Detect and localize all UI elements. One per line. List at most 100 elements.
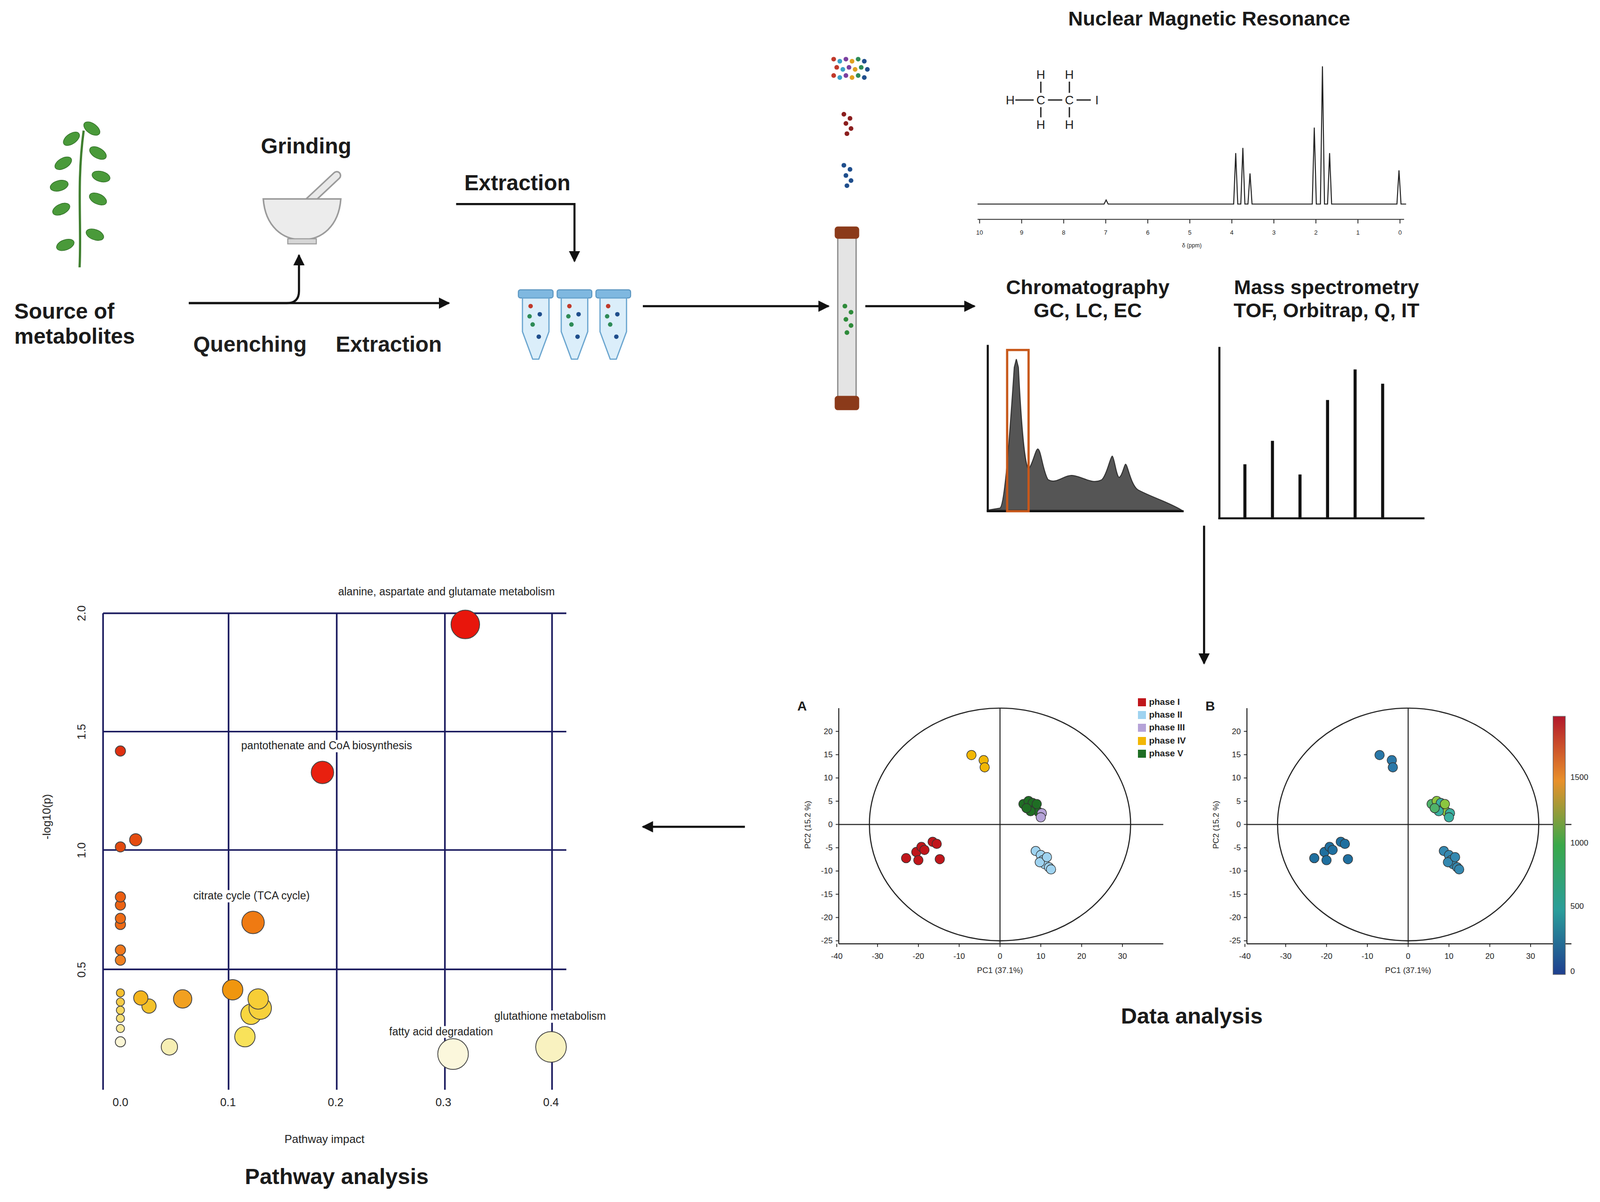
axis-label: 1: [1356, 229, 1360, 236]
metabolite-dot: [567, 303, 573, 309]
tick: [1244, 943, 1246, 947]
pathway-bubble: [115, 891, 126, 902]
pathway-label: citrate cycle (TCA cycle): [191, 890, 312, 902]
tick: [1040, 943, 1042, 947]
flow-arrow: [1204, 525, 1205, 664]
metabolite-dot: [843, 173, 849, 178]
legend-swatch: [1137, 723, 1146, 732]
axis-label: 500: [1570, 901, 1584, 911]
metabolite-dot: [565, 313, 571, 319]
metabolite-dot: [527, 313, 532, 319]
metabolite-dot: [847, 116, 853, 121]
tick: [835, 823, 839, 825]
column-illustration: [831, 56, 870, 410]
metabolite-dot: [569, 322, 574, 328]
pathway-bubbles: [115, 609, 567, 1070]
tick: [979, 219, 981, 224]
metabolite-dot: [848, 309, 854, 315]
sample-point: [913, 855, 924, 865]
leaf: [81, 118, 102, 138]
tick: [1357, 219, 1359, 224]
axis-label: 5: [1236, 796, 1241, 806]
axis-label: 10: [1231, 773, 1241, 783]
axis-label: 5: [828, 796, 833, 806]
sample-point: [934, 854, 945, 864]
pathway-label: glutathione metabolism: [492, 1010, 608, 1023]
mass-spectrum: [1218, 346, 1425, 520]
stage-title: Chromatography: [1005, 275, 1170, 299]
axis-label: -10: [821, 866, 834, 876]
tick: [1243, 823, 1247, 825]
axis-label: A: [797, 698, 807, 714]
axis-label: 10: [976, 229, 983, 236]
metabolite-dot: [842, 303, 848, 309]
tick: [1243, 754, 1247, 756]
metabolite-dot: [849, 58, 855, 64]
metabolite-dot: [865, 67, 870, 72]
axis-label: 8: [1061, 229, 1066, 236]
tick: [1366, 943, 1368, 947]
flow-arrow: [642, 826, 745, 827]
metabolite-dot: [614, 334, 619, 339]
sample-point: [966, 749, 977, 760]
leaf: [90, 168, 111, 184]
metabolite-dot: [843, 121, 849, 127]
metabolite-dot: [844, 131, 850, 136]
pathway-bubble: [161, 1038, 178, 1055]
leaf: [54, 236, 76, 253]
legend-text: phase I: [1148, 697, 1180, 708]
flow-arrow: [188, 303, 449, 304]
metabolite-dot: [852, 67, 858, 72]
metabolite-dot: [575, 334, 581, 339]
axis-label: C: [1036, 93, 1046, 108]
sample-point: [1450, 852, 1460, 862]
leaf: [87, 143, 109, 162]
pathway-bubble: [129, 833, 143, 846]
axis-label: -10: [1229, 866, 1241, 876]
metabolite-dot: [858, 65, 864, 70]
tick: [1105, 219, 1107, 224]
axis-label: 15: [823, 750, 833, 760]
tube-body: [522, 297, 549, 360]
metabolite-dot: [849, 75, 855, 80]
stage-panel: Source of metabolites: [10, 117, 189, 363]
tick: [1530, 943, 1532, 947]
axis-label: H: [1036, 117, 1046, 132]
tick: [836, 943, 838, 947]
flow-arrow-segment: [642, 304, 829, 308]
tick: [1243, 870, 1247, 872]
tick: [835, 847, 839, 849]
tick: [1063, 219, 1065, 224]
axis-label: I: [1095, 93, 1099, 108]
pathway-bubble: [116, 988, 125, 997]
tick: [876, 943, 878, 947]
axis-label: H: [1064, 67, 1074, 82]
plant-illustration: [49, 118, 112, 268]
metabolite-dot: [855, 73, 861, 78]
metabolite-dot: [843, 56, 849, 62]
tube-cap: [518, 289, 554, 298]
tick: [1285, 943, 1287, 947]
axis-label: 0.0: [112, 1095, 128, 1109]
axis-label: 10: [1444, 951, 1454, 961]
color-bar: [1553, 715, 1566, 975]
tick: [835, 754, 839, 756]
axis-label: -20: [912, 951, 925, 961]
axis-label: -25: [1229, 936, 1241, 946]
axis: [999, 707, 1001, 944]
metabolite-dot: [844, 183, 850, 188]
sample-point: [1328, 844, 1338, 855]
sample-point: [919, 844, 930, 855]
axis-label: 7: [1103, 229, 1108, 236]
pathway-bubble: [115, 745, 126, 757]
sample-point: [1444, 812, 1454, 822]
pathway-bubble: [133, 990, 148, 1005]
axis-label: 0: [828, 820, 833, 830]
pathway-bubble: [247, 988, 269, 1009]
axis-label: 30: [1118, 951, 1128, 961]
axis-label: 1000: [1570, 838, 1589, 848]
axis-label: -15: [821, 889, 834, 899]
leaf: [84, 226, 106, 243]
legend-text: phase IV: [1148, 735, 1186, 746]
